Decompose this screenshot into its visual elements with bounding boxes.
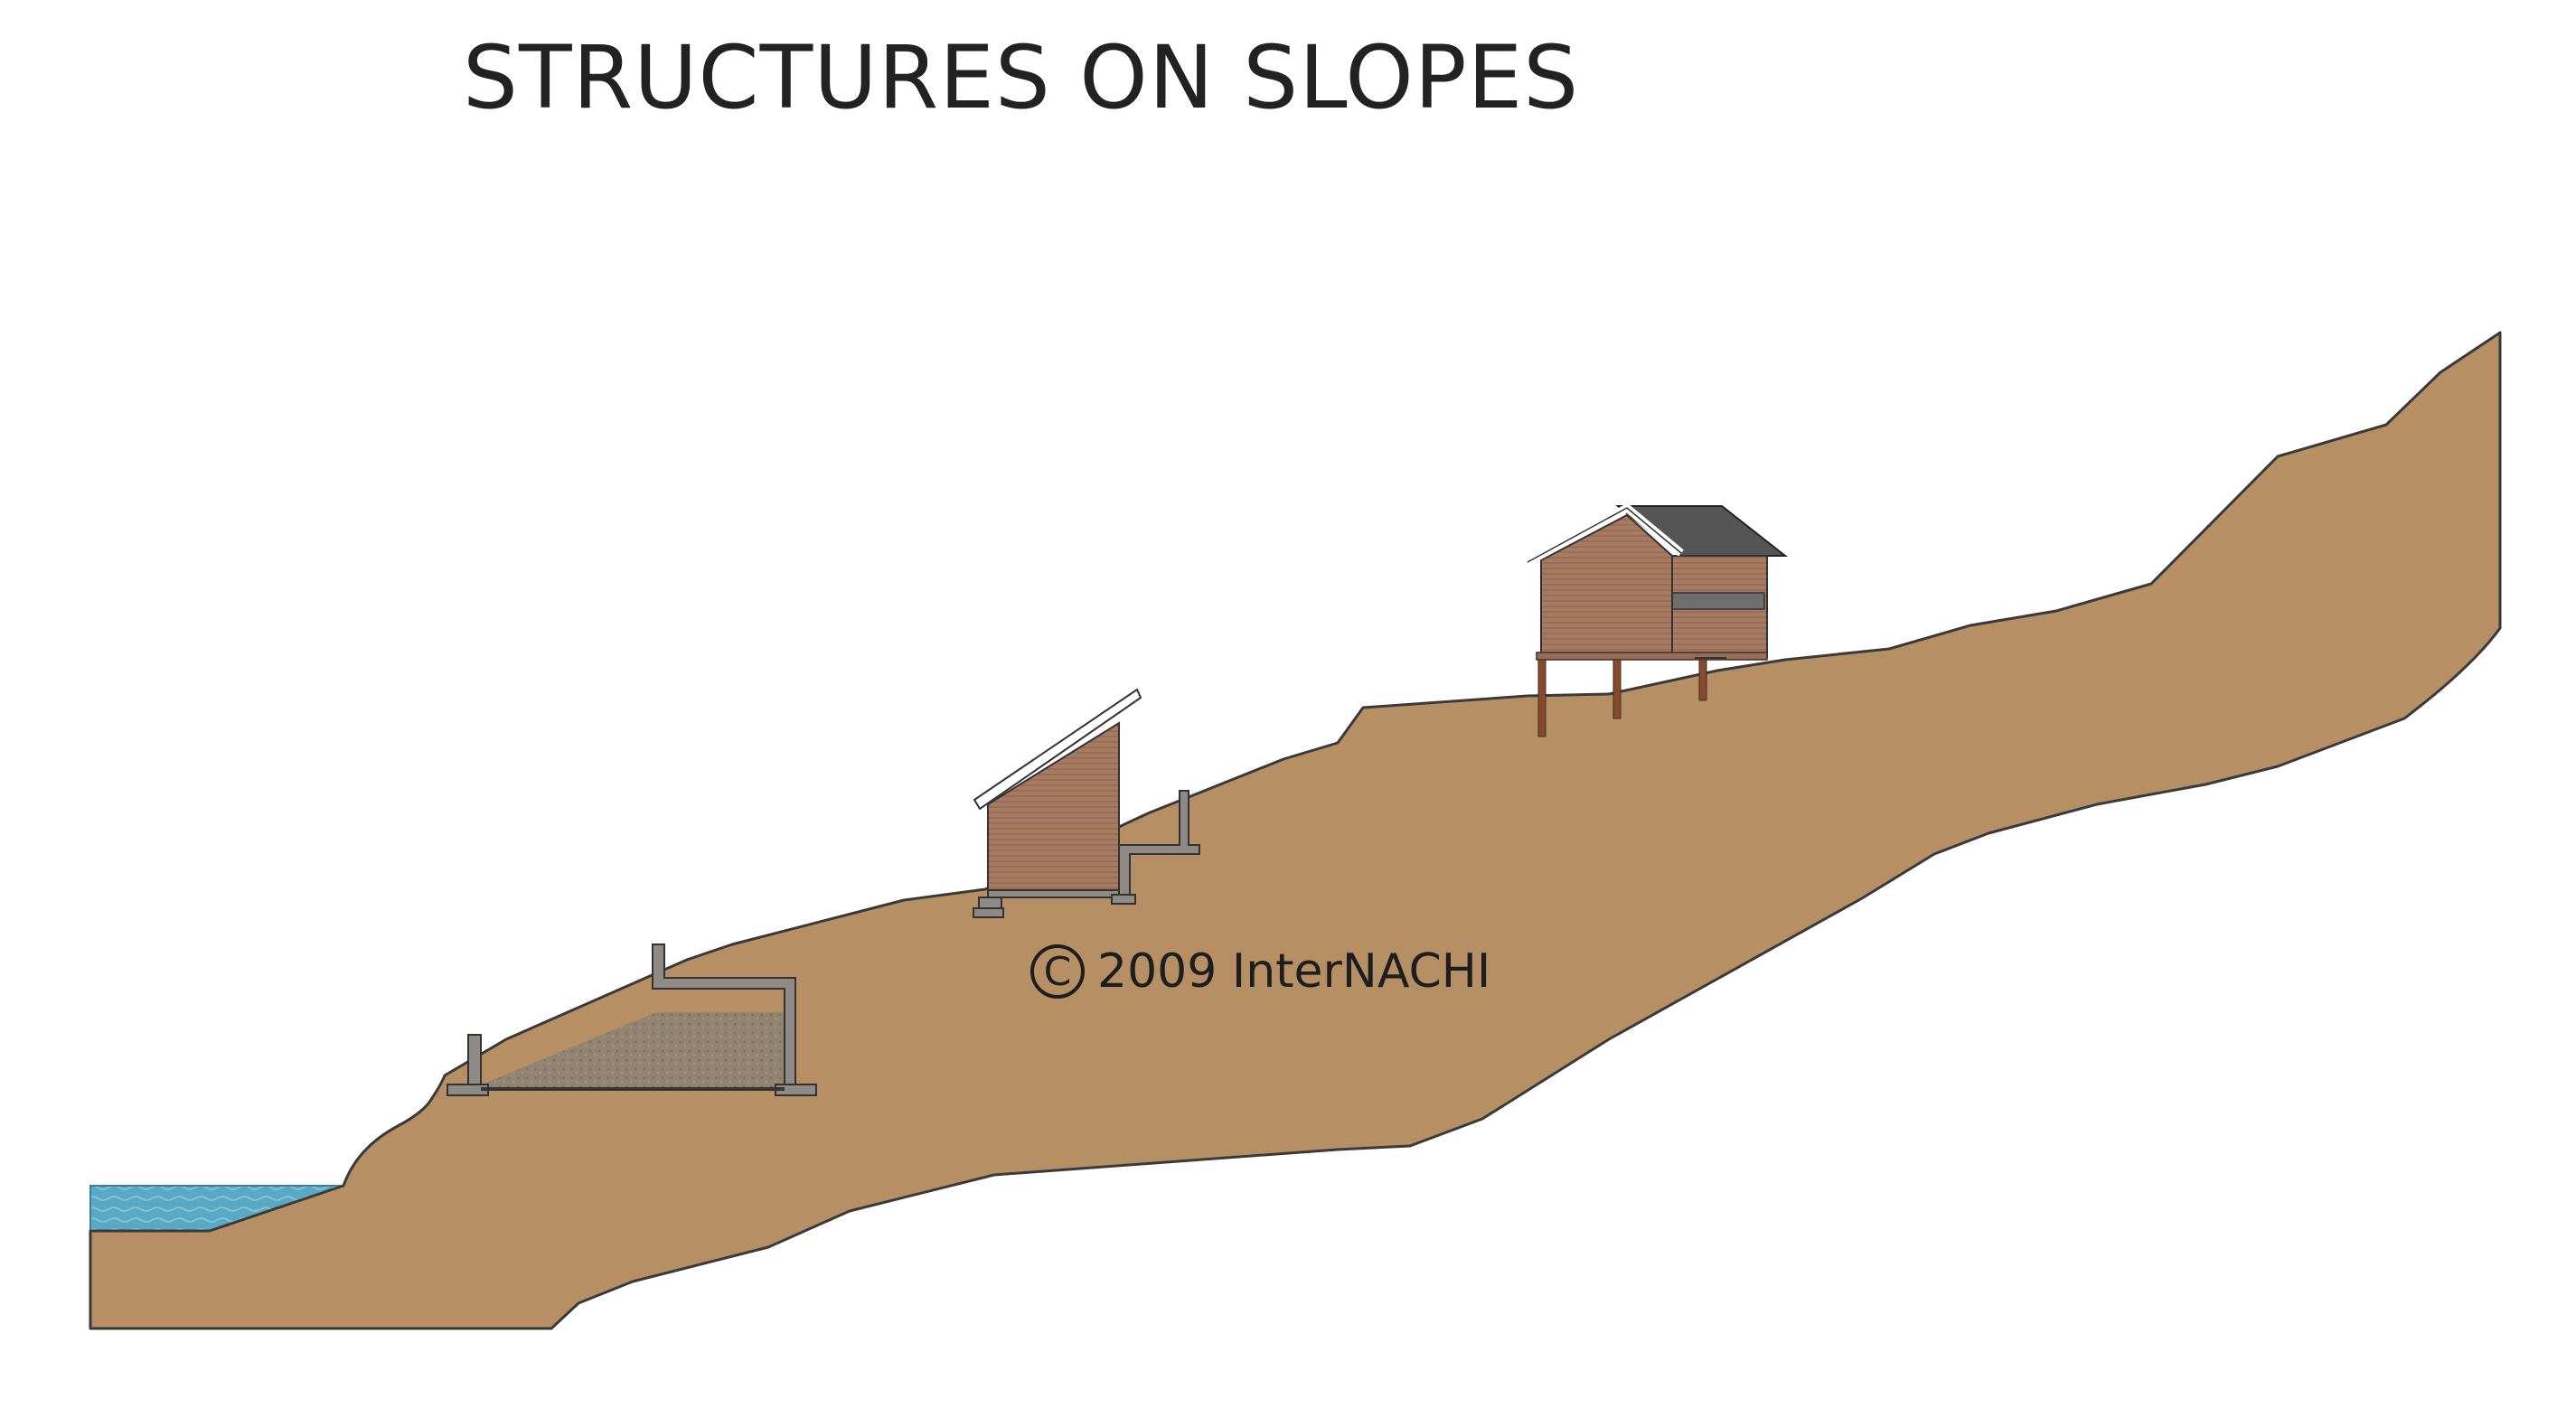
shed-with-retaining-wall — [973, 688, 1200, 918]
copyright-notice: C 2009 InterNACHI — [1030, 944, 1490, 999]
page-title: STRUCTURES ON SLOPES — [463, 27, 1580, 128]
slab-foundation-structure — [447, 944, 817, 1096]
copyright-icon: C — [1030, 944, 1085, 999]
house-on-piles — [1525, 502, 1788, 737]
copyright-text: 2009 InterNACHI — [1097, 944, 1491, 999]
soil-hillside — [89, 331, 2502, 1330]
